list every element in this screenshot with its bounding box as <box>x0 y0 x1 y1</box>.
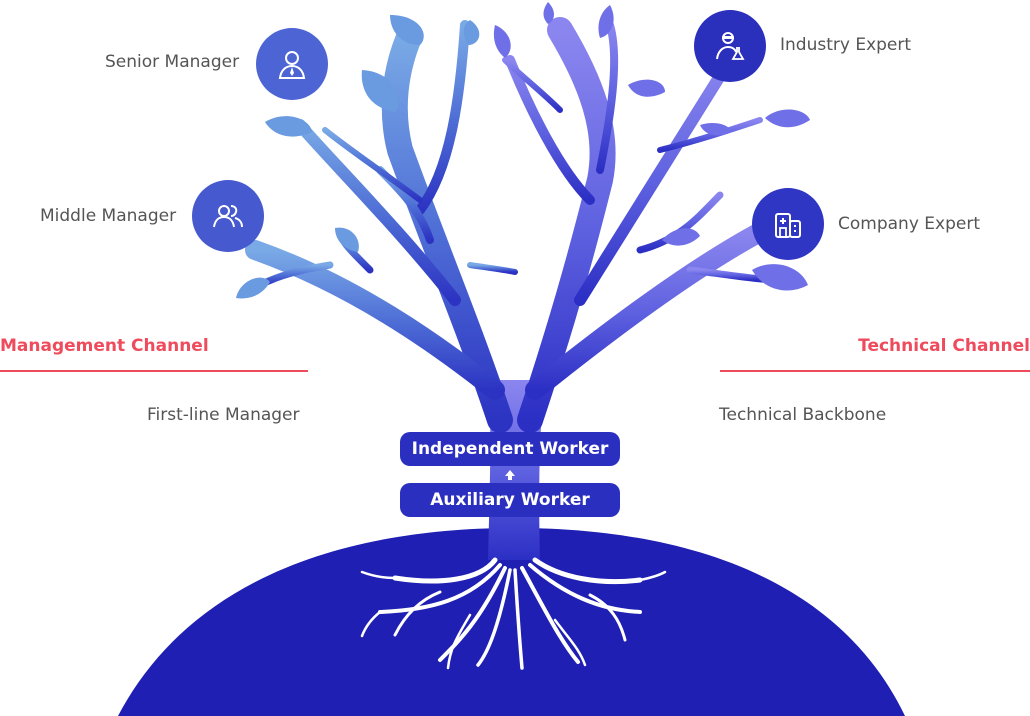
middle-manager-badge <box>192 180 264 252</box>
technical-channel-title: Technical Channel <box>858 336 1030 356</box>
manager-person-icon <box>278 51 306 79</box>
independent-worker-pill: Independent Worker <box>400 432 620 466</box>
first-line-manager-label: First-line Manager <box>147 405 300 425</box>
technical-backbone-label: Technical Backbone <box>719 405 887 425</box>
industry-expert-label: Industry Expert <box>780 35 912 55</box>
auxiliary-worker-pill: Auxiliary Worker <box>400 483 620 517</box>
right-branches <box>502 17 784 433</box>
management-channel-divider <box>0 370 308 372</box>
technical-channel-divider <box>720 370 1030 372</box>
arrow-up-icon <box>505 470 515 480</box>
senior-manager-label: Senior Manager <box>105 52 240 72</box>
middle-manager-label: Middle Manager <box>40 206 177 226</box>
right-leaves <box>493 2 810 291</box>
ground-hill <box>118 528 905 716</box>
left-leaves <box>236 15 480 299</box>
tree-roots <box>360 557 667 670</box>
management-channel-title: Management Channel <box>0 336 209 356</box>
company-expert-badge <box>752 188 824 260</box>
senior-manager-badge <box>256 28 328 100</box>
group-people-icon <box>213 205 243 228</box>
industry-expert-badge <box>694 10 766 82</box>
scientist-icon <box>716 32 745 60</box>
company-expert-label: Company Expert <box>838 214 980 234</box>
building-icon <box>775 213 801 238</box>
